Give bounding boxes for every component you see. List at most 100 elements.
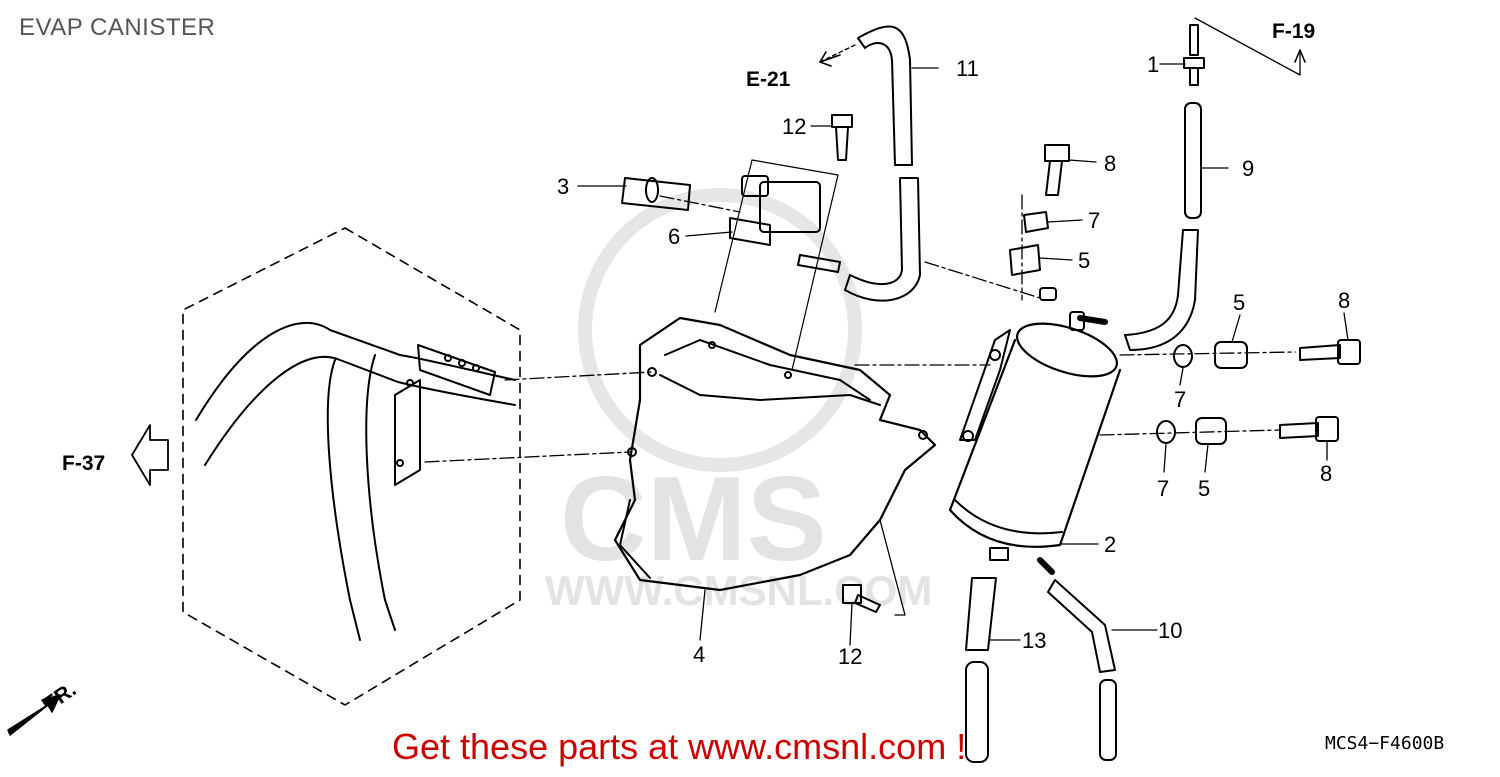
footer-link[interactable]: Get these parts at www.cmsnl.com ! <box>392 726 967 767</box>
canister-bottom <box>948 508 1062 548</box>
evap-canister <box>948 287 1122 575</box>
part-label-6: 6 <box>668 224 680 249</box>
leader-line <box>1204 443 1209 473</box>
alignment-line <box>424 451 631 463</box>
leader-line <box>1179 367 1184 386</box>
bolt-head <box>1044 144 1070 162</box>
part-labels: 1 2 3 4 5 5 5 6 7 7 7 8 8 8 9 10 11 12 1… <box>557 52 1350 669</box>
watermark-url: WWW.CMSNL.COM <box>545 567 932 614</box>
grommet-5-right-lower <box>1195 417 1227 445</box>
direction-arrows <box>7 17 1306 736</box>
hose-3-body <box>621 177 691 211</box>
leader-line <box>685 231 733 237</box>
bolt-shank <box>854 594 881 613</box>
valve-body <box>759 181 821 233</box>
part-label-7-right-upper: 7 <box>1174 387 1186 412</box>
leader-line <box>1163 443 1167 473</box>
collar-7-top <box>1023 211 1049 233</box>
alignment-line <box>659 195 741 213</box>
part-label-8-right-upper: 8 <box>1338 288 1350 313</box>
ref-f19: F-19 <box>1272 20 1315 43</box>
bolt-8-right-lower <box>1279 416 1339 442</box>
collar-7-right-upper <box>1173 344 1193 368</box>
part-label-5-top: 5 <box>1078 248 1090 273</box>
alignment-line <box>1119 351 1296 356</box>
bolt-head <box>1315 416 1339 442</box>
watermark: CMS WWW.CMSNL.COM <box>545 188 932 614</box>
leader-line <box>1231 314 1241 343</box>
cover-hole <box>708 341 716 349</box>
alignment-line <box>504 371 653 381</box>
fitting-1 <box>1183 24 1205 86</box>
hose-11-lower <box>844 177 921 302</box>
bolt-shank <box>1279 422 1319 439</box>
cover-ridge <box>664 339 871 401</box>
hose-3 <box>621 177 691 211</box>
bracket-hole <box>472 364 480 372</box>
part-label-5-right-lower: 5 <box>1198 476 1210 501</box>
canister-top-fitting <box>1039 287 1057 301</box>
e21-dashed <box>819 44 856 63</box>
part-label-4: 4 <box>693 642 705 667</box>
cover-edge <box>619 499 651 579</box>
part-label-7-right-lower: 7 <box>1157 476 1169 501</box>
canister-side-left <box>948 338 1017 512</box>
collar-7-right-lower <box>1156 420 1176 444</box>
alignment-lines <box>424 194 1296 463</box>
cover-outline <box>613 316 937 592</box>
part-label-10: 10 <box>1158 618 1182 643</box>
bolt-head <box>1337 339 1361 365</box>
ref-f37: F-37 <box>62 452 105 475</box>
valve-leader-lines <box>714 159 839 371</box>
alignment-line <box>1099 429 1281 436</box>
watermark-brand: CMS <box>560 452 827 586</box>
watermark-ring <box>578 188 862 472</box>
fitting-1-stem <box>1189 24 1199 56</box>
bolt-shank <box>1299 344 1341 361</box>
bracket-hole <box>962 430 974 442</box>
hose-9-lower <box>1124 229 1199 351</box>
f19-leader <box>1194 17 1301 76</box>
part-label-11: 11 <box>956 56 979 81</box>
grommet-5-top <box>1009 244 1041 276</box>
hose-10-upper <box>1047 579 1116 673</box>
part-label-9: 9 <box>1242 156 1254 181</box>
ref-front: FR. <box>40 678 81 716</box>
canister-side-right <box>1058 368 1122 547</box>
cover-ridge <box>659 374 881 406</box>
leader-line <box>1068 159 1097 163</box>
canister-drain-nipple <box>1037 557 1055 575</box>
hose-13 <box>965 577 997 763</box>
ref-e21: E-21 <box>746 68 791 91</box>
bracket-hole <box>989 349 1001 361</box>
f19-arrow <box>1294 49 1306 63</box>
f37-arrow-icon <box>131 424 169 486</box>
hose-11-upper <box>857 25 913 166</box>
e21-arrow <box>819 51 841 67</box>
part-label-12-lower: 12 <box>838 644 862 669</box>
hose-10-lower <box>1099 679 1117 761</box>
fitting-1-collar <box>1183 57 1205 69</box>
part-label-3: 3 <box>557 174 569 199</box>
part-label-2: 2 <box>1104 532 1116 557</box>
part-label-7-top: 7 <box>1088 208 1100 233</box>
valve-port <box>729 217 771 246</box>
frame-tube-upper <box>195 321 516 421</box>
diagram-code: MCS4−F4600B <box>1325 733 1445 754</box>
bolt-head <box>831 114 853 128</box>
part-label-1: 1 <box>1147 52 1159 77</box>
canister-cover <box>613 316 937 592</box>
bolt-8-top <box>1044 144 1070 196</box>
canister-bottom-rim <box>954 499 1063 535</box>
cover-hole <box>627 447 637 457</box>
bolt-8-right-upper <box>1299 339 1361 365</box>
leader-line <box>849 602 853 646</box>
frame-plate <box>394 379 421 486</box>
hose-3-end <box>645 177 659 203</box>
canister-bottom-port <box>989 547 1009 561</box>
cover-hole <box>784 371 792 379</box>
bolt-shank <box>1045 160 1063 196</box>
valve-bracket <box>797 254 841 273</box>
leader-line <box>879 519 906 616</box>
